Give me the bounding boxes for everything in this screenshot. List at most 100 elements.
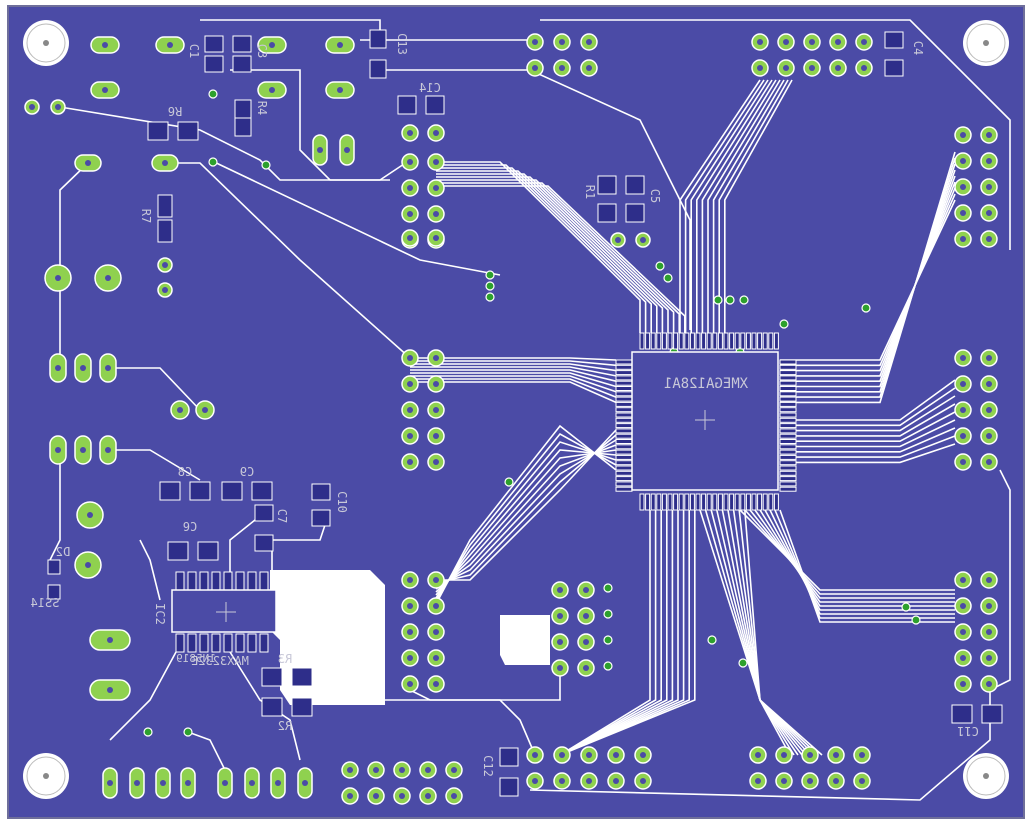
pad-drill	[783, 65, 789, 71]
diode-label: 1N5819	[176, 652, 216, 665]
smd-pad	[678, 332, 684, 350]
pad-drill	[433, 159, 439, 165]
trace	[110, 367, 201, 411]
pad-drill	[222, 780, 228, 786]
trace	[187, 731, 226, 771]
trace	[410, 366, 617, 377]
trace	[436, 173, 664, 333]
c11-label: C11	[957, 724, 979, 738]
smd-pad	[779, 375, 797, 381]
pad-drill	[85, 160, 91, 166]
trace	[754, 509, 955, 603]
trace	[780, 199, 956, 361]
pad-drill	[407, 577, 413, 583]
trace	[749, 509, 955, 599]
trace	[718, 79, 789, 333]
smd-pad	[779, 444, 797, 450]
pad-drill	[986, 132, 992, 138]
smd-pad	[695, 493, 701, 511]
smd-pad	[779, 433, 797, 439]
pad-drill	[986, 236, 992, 242]
pad-drill	[107, 687, 113, 693]
smd-pad	[223, 571, 233, 591]
smd-pad	[656, 493, 662, 511]
smd-pad	[615, 439, 633, 444]
pad-drill	[407, 603, 413, 609]
pad-drill	[451, 793, 457, 799]
smd-pad	[717, 493, 723, 511]
smd-pad	[597, 203, 617, 223]
trace	[410, 381, 617, 404]
mcu-package	[631, 351, 779, 491]
trace	[779, 509, 955, 623]
pad-drill	[29, 104, 35, 110]
pad-drill	[986, 577, 992, 583]
smd-pad	[261, 667, 283, 687]
via	[143, 727, 153, 737]
trace	[780, 395, 956, 432]
pad-drill	[960, 355, 966, 361]
smd-pad	[47, 559, 61, 575]
pad-drill	[757, 39, 763, 45]
pad-drill	[640, 778, 646, 784]
pad-drill	[986, 158, 992, 164]
pad-drill	[807, 778, 813, 784]
via	[707, 635, 717, 645]
copper-traces	[49, 19, 1011, 801]
smd-pad	[259, 633, 269, 653]
pad-drill	[302, 780, 308, 786]
smd-pad	[723, 332, 729, 350]
trace	[540, 19, 1011, 250]
smd-pad	[667, 332, 673, 350]
pad-drill	[407, 130, 413, 136]
pad-drill	[960, 407, 966, 413]
smd-pad	[779, 439, 797, 444]
pad-drill	[337, 42, 343, 48]
pad-drill	[55, 365, 61, 371]
smd-pad	[673, 493, 679, 511]
smd-pad	[779, 412, 797, 418]
c4-label: C4	[911, 41, 925, 55]
trace	[780, 411, 956, 443]
trace	[739, 509, 955, 591]
smd-pad	[689, 332, 695, 350]
pad-drill	[425, 767, 431, 773]
smd-pad	[734, 332, 740, 350]
smd-pad	[745, 332, 751, 350]
smd-pad	[187, 633, 197, 653]
smd-pad	[712, 332, 718, 350]
via	[485, 270, 495, 280]
smd-pad	[779, 396, 797, 402]
ic2-ref-label: IC2	[153, 603, 167, 625]
pad-drill	[586, 752, 592, 758]
smd-pad	[701, 332, 707, 350]
pad-drill	[559, 65, 565, 71]
pad-drill	[433, 407, 439, 413]
pad-drill	[835, 65, 841, 71]
smd-pad	[712, 493, 718, 511]
pad-drill	[613, 752, 619, 758]
smd-pad	[187, 571, 197, 591]
smd-pad	[884, 31, 904, 49]
pad-drill	[986, 407, 992, 413]
smd-pad	[261, 697, 283, 717]
pad-drill	[809, 65, 815, 71]
smd-pad	[232, 35, 252, 53]
pad-drill	[557, 665, 563, 671]
trace	[410, 378, 617, 398]
pad-drill	[269, 42, 275, 48]
smd-pad	[223, 633, 233, 653]
pad-drill	[55, 275, 61, 281]
via	[603, 609, 613, 619]
smd-pad	[625, 203, 645, 223]
pad-drill	[532, 778, 538, 784]
pad-drill	[202, 407, 208, 413]
smd-pad	[211, 633, 221, 653]
r7-label: R7	[139, 209, 153, 223]
smd-pad	[615, 396, 633, 402]
smd-pad	[779, 476, 797, 482]
smd-pad	[204, 35, 224, 53]
r3-label: R3	[278, 652, 292, 666]
smd-pad	[615, 417, 633, 423]
pad-drill	[583, 665, 589, 671]
